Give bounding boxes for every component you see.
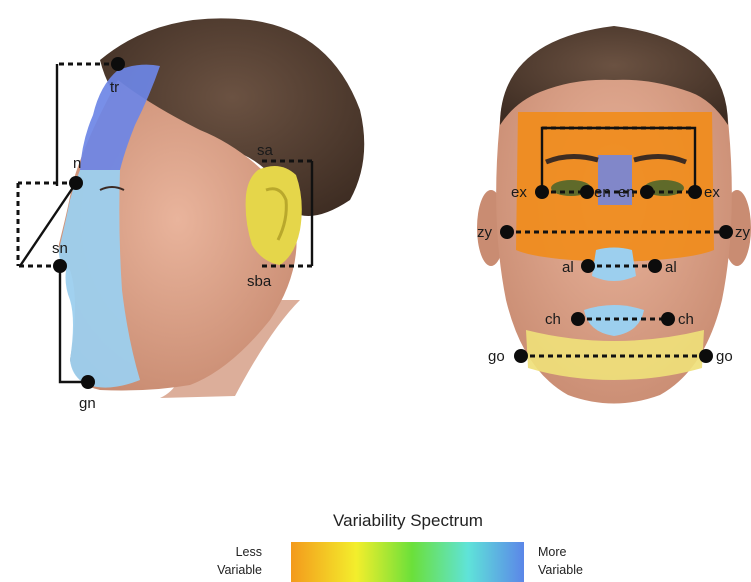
legend-title: Variability Spectrum (333, 511, 483, 530)
label-gn: gn (79, 395, 96, 412)
landmark-ch-right-dot (661, 312, 675, 326)
label-sa: sa (257, 142, 274, 159)
landmark-go-left-dot (514, 349, 528, 363)
landmark-zy-right-dot (719, 225, 733, 239)
front-nose-region (592, 248, 636, 282)
legend-less-line1: Less (236, 545, 262, 559)
label-tr: tr (110, 79, 119, 96)
label-zy-right: zy (735, 224, 751, 241)
label-zy-left: zy (477, 224, 493, 241)
label-en-left: en (594, 184, 611, 201)
landmark-ex-right-dot (688, 185, 702, 199)
label-ex-left: ex (511, 184, 527, 201)
label-sba: sba (247, 273, 272, 290)
side-view: tr n sn gn sa sba (18, 18, 364, 412)
landmark-tr-dot (111, 57, 125, 71)
landmark-gn-dot (81, 375, 95, 389)
label-al-left: al (562, 259, 574, 276)
landmark-go-right-dot (699, 349, 713, 363)
label-ex-right: ex (704, 184, 720, 201)
label-ch-right: ch (678, 311, 694, 328)
label-go-right: go (716, 348, 733, 365)
landmark-en-left-dot (580, 185, 594, 199)
landmark-ex-left-dot (535, 185, 549, 199)
legend-less-line2: Variable (217, 563, 262, 577)
front-view: ex en en ex zy zy al al ch ch go go (477, 26, 751, 404)
spectrum-bar (291, 542, 524, 582)
legend-more-line2: Variable (538, 563, 583, 577)
landmark-en-right-dot (640, 185, 654, 199)
landmark-zy-left-dot (500, 225, 514, 239)
label-en-right: en (618, 184, 635, 201)
label-al-right: al (665, 259, 677, 276)
label-ch-left: ch (545, 311, 561, 328)
label-go-left: go (488, 348, 505, 365)
variability-legend: Variability Spectrum Less Variable More … (217, 511, 583, 582)
label-sn: sn (52, 240, 68, 257)
label-n: n (73, 155, 81, 172)
landmark-n-dot (69, 176, 83, 190)
legend-more-line1: More (538, 545, 567, 559)
landmark-sn-dot (53, 259, 67, 273)
landmark-al-right-dot (648, 259, 662, 273)
landmark-ch-left-dot (571, 312, 585, 326)
landmark-al-left-dot (581, 259, 595, 273)
